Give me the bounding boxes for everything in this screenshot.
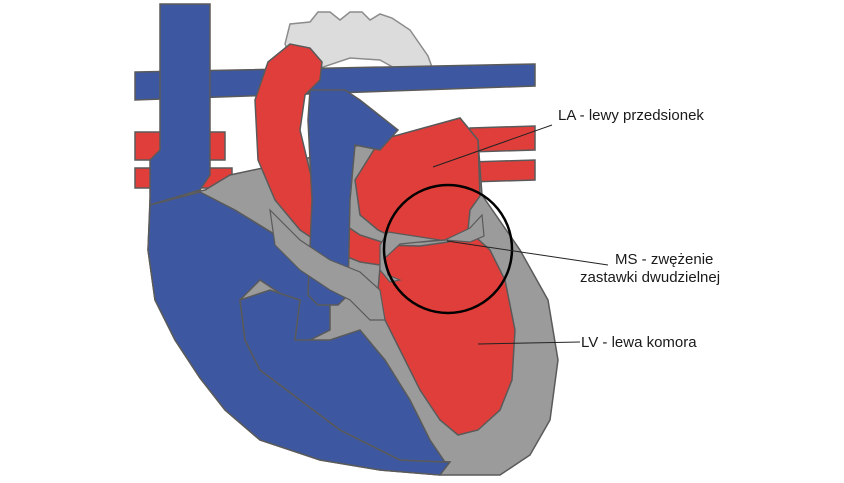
pulmonary-vessel-upper	[134, 63, 536, 101]
label-mitral-stenosis-line2: zastawki dwudzielnej	[580, 269, 721, 286]
stenosis-highlight-circle	[382, 183, 514, 315]
septum	[269, 208, 386, 321]
vena-cava	[149, 3, 211, 207]
leader-line-lv	[477, 341, 581, 345]
label-left-ventricle: LV - lewa komora	[581, 334, 697, 351]
mitral-valve-leaflet-right	[442, 213, 485, 243]
mitral-valve-leaflet-left	[379, 231, 441, 283]
label-mitral-stenosis: MS - zwężenie zastawki dwudzielnej	[580, 251, 720, 287]
label-mitral-stenosis-line1: MS - zwężenie	[615, 251, 714, 268]
label-left-atrium: LA - lewy przedsionek	[558, 107, 704, 124]
leader-line-la	[432, 124, 553, 168]
pulmonary-vein-right	[469, 125, 536, 153]
pulmonary-artery	[307, 89, 400, 306]
right-ventricle	[239, 289, 447, 463]
leader-line-ms	[446, 240, 609, 266]
